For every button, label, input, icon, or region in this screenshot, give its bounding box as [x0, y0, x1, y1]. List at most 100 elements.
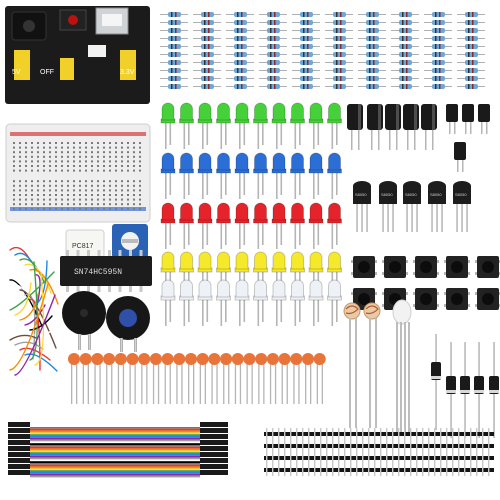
resistor-band: [406, 20, 408, 25]
header-pin: [482, 464, 484, 476]
breadboard-hole: [139, 198, 141, 201]
resistor-band: [241, 68, 243, 73]
breadboard-hole: [73, 203, 75, 206]
header-pin: [290, 452, 292, 464]
breadboard-hole: [31, 169, 33, 172]
breadboard-hole: [19, 184, 21, 187]
header-pin: [434, 464, 436, 476]
resistor-band: [208, 68, 210, 73]
header-pin: [326, 452, 328, 464]
breadboard-hole: [31, 180, 33, 183]
resistor-band: [406, 68, 408, 73]
white-led: [217, 279, 230, 298]
button-pin: [406, 292, 408, 295]
breadboard-hole: [13, 198, 15, 201]
ceramic-capacitor: [231, 353, 244, 365]
tactile-button-grid: [351, 256, 500, 310]
resistor: [366, 68, 379, 73]
capacitor-lead: [298, 364, 300, 404]
resistor-band: [303, 84, 305, 89]
header-pin: [374, 428, 376, 440]
resistor-band: [303, 20, 305, 25]
jumper-wire: [9, 334, 37, 341]
resistor-band: [303, 36, 305, 41]
breadboard-hole: [97, 165, 99, 167]
capacitor-lead: [407, 130, 409, 150]
breadboard-hole: [79, 194, 81, 196]
breadboard-hole: [43, 203, 45, 206]
header-pin: [344, 452, 346, 464]
blue-led: [217, 152, 230, 171]
header-pin: [422, 440, 424, 452]
resistor: [333, 44, 346, 49]
breadboard-hole: [79, 151, 81, 154]
resistor-band: [373, 68, 375, 73]
resistor: [465, 44, 478, 49]
button-pin: [375, 272, 377, 275]
breadboard-hole: [85, 160, 87, 163]
resistor: [168, 28, 181, 33]
resistor-band: [439, 12, 441, 17]
led-leg: [331, 173, 334, 199]
resistor-band: [204, 60, 206, 65]
resistor: [201, 76, 214, 81]
breadboard-hole: [109, 203, 111, 206]
breadboard-hole: [55, 146, 57, 149]
resistor: [300, 68, 313, 73]
led-leg: [257, 173, 260, 199]
resistor: [267, 12, 280, 17]
breadboard-hole: [73, 160, 75, 163]
breadboard-hole: [109, 194, 111, 196]
header-pin: [332, 428, 334, 440]
led-leg: [206, 223, 209, 245]
capacitor-lead: [481, 122, 483, 134]
breadboard-hole: [79, 184, 81, 187]
header-pin: [272, 428, 274, 440]
ribbon-connector: [200, 452, 228, 457]
transistor-leg: [411, 204, 413, 232]
ribbon-wire: [30, 461, 200, 463]
breadboard-hole: [31, 151, 33, 154]
yellow-led: [235, 251, 249, 270]
ic-pin: [139, 286, 143, 292]
led-leg: [257, 223, 260, 249]
breadboard-hole: [37, 203, 39, 206]
header-pin: [386, 452, 388, 464]
header-pin: [278, 440, 280, 452]
breadboard-hole: [91, 207, 93, 210]
ribbon-connector: [200, 470, 228, 475]
breadboard-hole: [91, 165, 93, 167]
led-leg: [317, 300, 320, 322]
blue-led: [198, 152, 212, 171]
header-pin: [302, 440, 304, 452]
resistor-band: [472, 44, 474, 49]
breadboard-hole: [19, 155, 21, 158]
capacitor-lead: [246, 364, 248, 404]
breadboard-hole: [73, 146, 75, 149]
resistor-band: [340, 76, 342, 81]
transistor: [453, 181, 471, 204]
resistor-band: [241, 20, 243, 25]
breadboard-hole: [43, 151, 45, 154]
red-led: [254, 202, 267, 221]
resistor-band: [307, 12, 309, 17]
led-leg: [243, 123, 246, 145]
resistor: [366, 44, 379, 49]
breadboard-hole: [55, 189, 57, 192]
transistor-leg: [441, 204, 443, 232]
header-pin: [320, 440, 322, 452]
led-leg: [331, 223, 334, 249]
resistor-band: [208, 12, 210, 17]
header-pin: [362, 452, 364, 464]
breadboard-hole: [13, 165, 15, 167]
tactile-button-cap: [358, 293, 370, 305]
resistor-band: [402, 60, 404, 65]
led-leg: [317, 173, 320, 195]
transistor: [353, 181, 371, 204]
ceramic-capacitor: [266, 353, 279, 365]
header-pin: [338, 428, 340, 440]
resistor: [300, 12, 313, 17]
header-pin: [368, 428, 370, 440]
resistor-band: [307, 76, 309, 81]
resistor-band: [208, 44, 210, 49]
